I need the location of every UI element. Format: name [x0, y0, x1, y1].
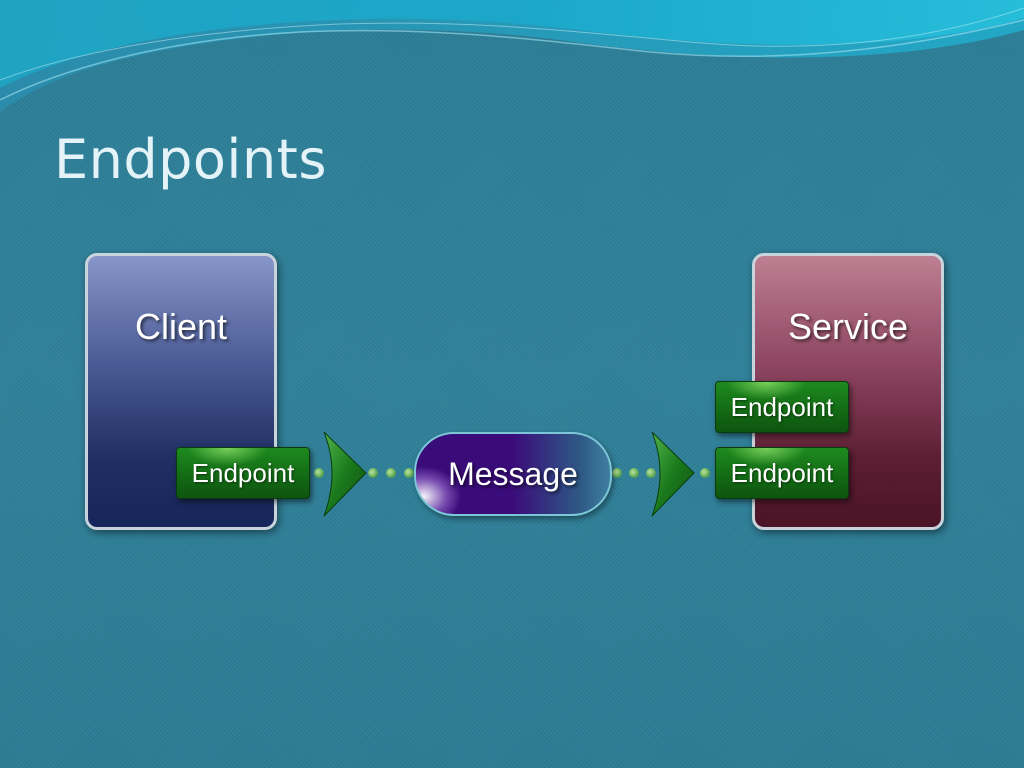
service-endpoint-1: Endpoint: [715, 381, 849, 433]
message-capsule: Message: [414, 432, 612, 516]
service-endpoint-2: Endpoint: [715, 447, 849, 499]
service-label: Service: [787, 306, 909, 347]
slide-title: Endpoints: [54, 128, 327, 191]
chevron-arrow-icon: [651, 431, 695, 517]
chevron-arrow-icon: [323, 431, 367, 517]
client-endpoint: Endpoint: [176, 447, 310, 499]
connector-dots-left: [314, 468, 414, 478]
connector-dots-right: [612, 468, 710, 478]
client-label: Client: [134, 306, 228, 347]
header-wave-decoration: [0, 0, 1024, 112]
